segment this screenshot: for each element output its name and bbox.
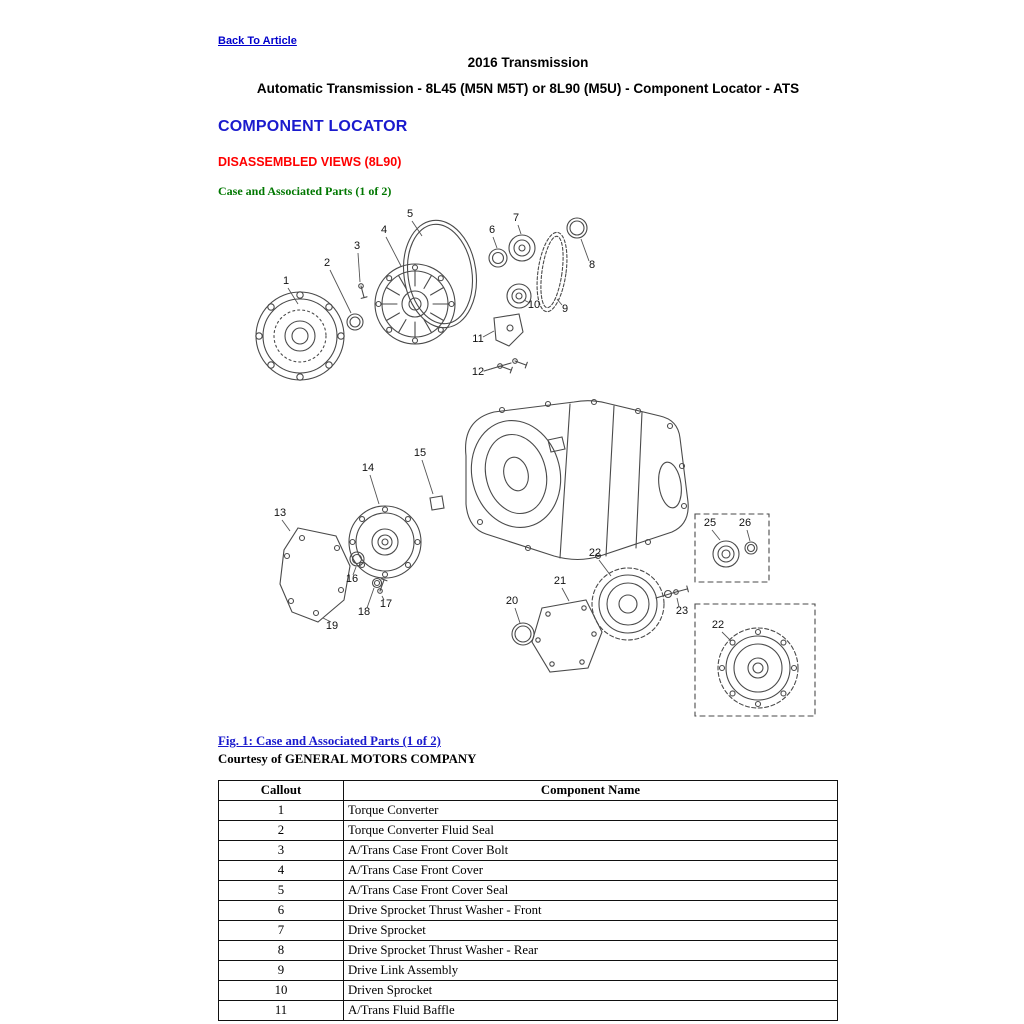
disassembled-views-heading: DISASSEMBLED VIEWS (8L90): [218, 155, 402, 169]
callout-label: 22: [712, 619, 724, 631]
content-column: Back To Article 2016 Transmission Automa…: [218, 0, 838, 1021]
component-table-head: Callout Component Name: [218, 780, 838, 801]
table-header-component-name: Component Name: [343, 780, 838, 801]
callout-cell: 8: [218, 940, 344, 961]
table-header-callout: Callout: [218, 780, 344, 801]
callout-label: 17: [380, 598, 392, 610]
callout-label: 12: [472, 366, 484, 378]
callout-label: 11: [472, 333, 483, 345]
component-name-cell: Driven Sprocket: [343, 980, 838, 1001]
callout-label: 9: [562, 303, 568, 315]
callout-label: 16: [346, 573, 358, 585]
callout-label: 26: [739, 517, 751, 529]
component-name-cell: Torque Converter: [343, 800, 838, 821]
callout-cell: 9: [218, 960, 344, 981]
callout-label: 20: [506, 595, 518, 607]
callout-cell: 6: [218, 900, 344, 921]
callout-label: 6: [489, 224, 495, 236]
callout-label: 1: [283, 275, 289, 287]
component-name-cell: Drive Sprocket: [343, 920, 838, 941]
callout-label: 19: [326, 620, 338, 632]
component-name-cell: Drive Sprocket Thrust Washer - Rear: [343, 940, 838, 961]
callout-cell: 7: [218, 920, 344, 941]
callout-cell: 1: [218, 800, 344, 821]
callout-cell: 2: [218, 820, 344, 841]
callout-cell: 11: [218, 1000, 344, 1021]
callout-label: 21: [554, 575, 566, 587]
callout-label: 5: [407, 208, 413, 220]
component-name-cell: A/Trans Case Front Cover Bolt: [343, 840, 838, 861]
callout-label: 18: [358, 606, 370, 618]
page-subtitle: Automatic Transmission - 8L45 (M5N M5T) …: [256, 81, 800, 96]
callout-label: 14: [362, 462, 374, 474]
diagram-parts-layer: [255, 217, 816, 717]
component-locator-heading: COMPONENT LOCATOR: [218, 118, 408, 135]
callout-cell: 10: [218, 980, 344, 1001]
component-name-cell: A/Trans Fluid Baffle: [343, 1000, 838, 1021]
back-to-article-link[interactable]: Back To Article: [218, 35, 297, 47]
component-name-cell: Drive Sprocket Thrust Washer - Front: [343, 900, 838, 921]
callout-label: 3: [354, 240, 360, 252]
callout-label: 10: [528, 299, 540, 311]
callout-label: 25: [704, 517, 716, 529]
case-parts-heading: Case and Associated Parts (1 of 2): [218, 184, 392, 198]
callout-label: 8: [589, 259, 595, 271]
table-header-row: Callout Component Name: [218, 780, 838, 801]
callout-label: 4: [381, 224, 387, 236]
callout-cell: 5: [218, 880, 344, 901]
component-name-cell: A/Trans Case Front Cover Seal: [343, 880, 838, 901]
callout-label: 7: [513, 212, 519, 224]
page-title: 2016 Transmission: [467, 55, 589, 70]
callout-label: 2: [324, 257, 330, 269]
callout-label: 15: [414, 447, 426, 459]
component-name-cell: Drive Link Assembly: [343, 960, 838, 981]
figure-caption-link[interactable]: Fig. 1: Case and Associated Parts (1 of …: [218, 734, 441, 748]
callout-label: 13: [274, 507, 286, 519]
figure-courtesy: Courtesy of GENERAL MOTORS COMPANY: [218, 752, 477, 766]
callout-label: 22: [589, 547, 601, 559]
callout-cell: 3: [218, 840, 344, 861]
component-name-cell: A/Trans Case Front Cover: [343, 860, 838, 881]
callout-cell: 4: [218, 860, 344, 881]
callout-label: 23: [676, 605, 688, 617]
component-name-cell: Torque Converter Fluid Seal: [343, 820, 838, 841]
